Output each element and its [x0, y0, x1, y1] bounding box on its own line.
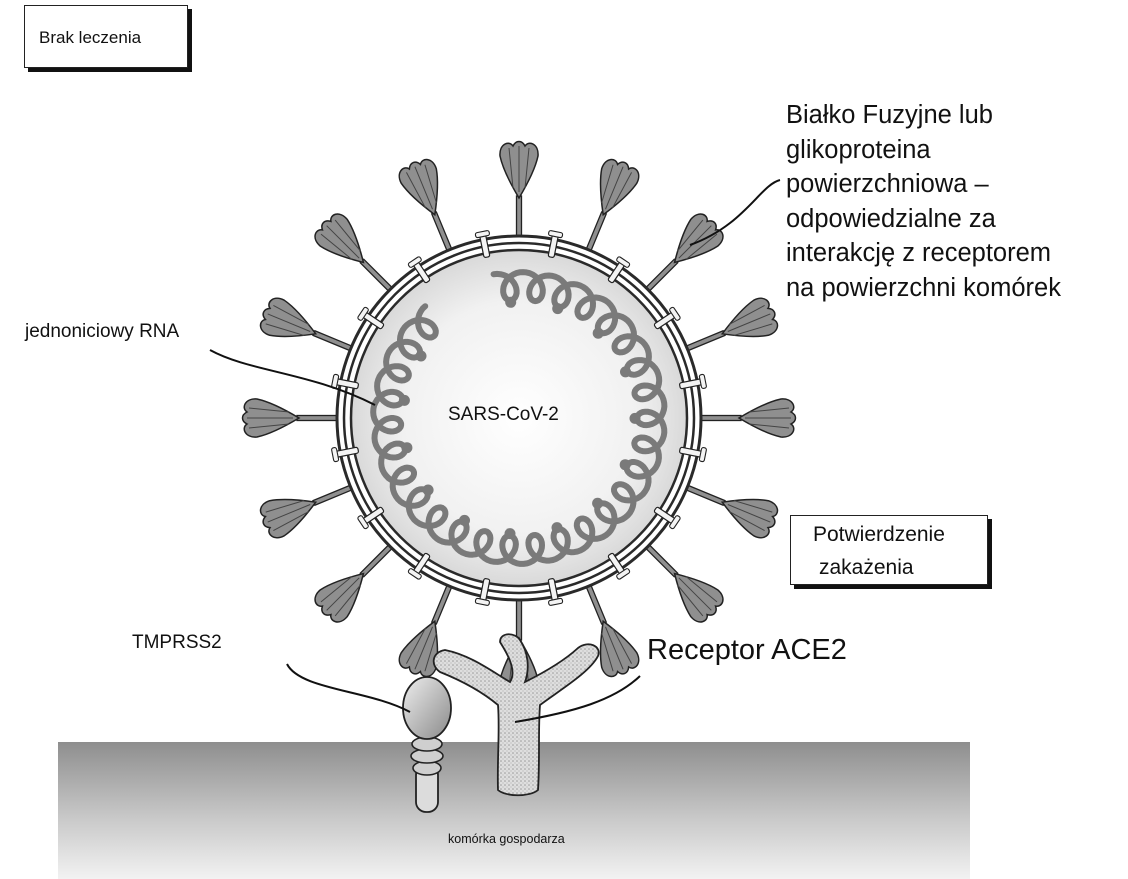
rna-nucleotide	[459, 514, 470, 526]
spike-protein	[398, 584, 453, 678]
rna-nucleotide	[592, 327, 604, 339]
infection-confirmation-box: Potwierdzenie zakażenia	[790, 515, 988, 585]
membrane-proteins	[331, 230, 707, 606]
confirmation-line-2: zakażenia	[819, 556, 914, 579]
membrane-protein	[679, 373, 707, 390]
rna-nucleotide	[504, 528, 516, 540]
spike-protein	[585, 158, 640, 252]
membrane-protein	[357, 306, 385, 330]
fusion-line-3: powierzchniowa –	[786, 170, 989, 198]
tmprss2-protease	[402, 676, 452, 813]
membrane-protein	[331, 446, 359, 463]
tmprss2-leader-line	[286, 663, 411, 713]
spike-protein	[685, 484, 779, 539]
spike-protein	[241, 398, 338, 438]
rna-label: jednoniciowy RNA	[25, 321, 180, 342]
membrane-protein	[474, 230, 491, 258]
rna-nucleotide	[629, 412, 641, 424]
membrane-protein	[547, 578, 564, 606]
membrane-protein	[474, 578, 491, 606]
tmprss2-label: TMPRSS2	[132, 632, 222, 653]
spike-protein	[645, 213, 724, 292]
spike-protein	[499, 140, 539, 237]
no-treatment-label: Brak leczenia	[39, 28, 142, 47]
rna-nucleotide	[401, 442, 413, 454]
spike-protein	[259, 484, 353, 539]
spike-protein	[398, 158, 453, 252]
rna-nucleotide	[551, 522, 563, 534]
fusion-protein-label: Białko Fuzyjne lub glikoproteina powierz…	[786, 98, 1061, 305]
fusion-line-6: na powierzchni komórek	[786, 273, 1061, 302]
fusion-line-1: Białko Fuzyjne lub	[786, 101, 993, 129]
fusion-line-5: interakcję z receptorem	[786, 239, 1052, 267]
fusion-line-2: glikoproteina	[786, 135, 931, 164]
rna-nucleotide	[422, 484, 434, 496]
rna-nucleotide	[592, 497, 604, 509]
ace2-receptor	[432, 633, 600, 797]
membrane-protein	[331, 373, 359, 390]
spike-protein	[700, 398, 797, 438]
spike-protein	[645, 544, 724, 623]
rna-strand	[370, 269, 668, 567]
spike-protein	[259, 297, 353, 352]
membrane-protein	[357, 506, 385, 530]
spike-protein	[585, 584, 640, 678]
membrane-protein	[607, 552, 631, 580]
rna-nucleotide	[398, 394, 410, 406]
fusion-leader-line	[689, 179, 781, 246]
rna-nucleotide	[552, 303, 564, 315]
membrane-protein	[407, 256, 431, 284]
rna-nucleotide	[505, 296, 517, 308]
membrane-protein	[547, 230, 564, 258]
virus-name-label: SARS-CoV-2	[448, 404, 559, 425]
membrane-protein	[679, 446, 707, 463]
membrane-protein	[653, 306, 681, 330]
membrane-protein	[653, 506, 681, 530]
rna-leader-line	[209, 349, 376, 406]
rna-nucleotide	[415, 350, 427, 362]
rna-nucleotide	[620, 366, 631, 378]
ace2-leader-line	[514, 675, 641, 723]
rna-nucleotide	[619, 459, 631, 471]
spike-protein	[314, 544, 393, 623]
host-cell-label: komórka gospodarza	[448, 832, 565, 846]
spike-protein-group	[241, 140, 797, 696]
membrane-protein	[407, 552, 431, 580]
fusion-line-4: odpowiedzialne za	[786, 204, 996, 233]
ace2-label: Receptor ACE2	[647, 634, 847, 666]
membrane-protein	[607, 256, 631, 284]
spike-protein	[314, 213, 393, 292]
spike-protein	[685, 297, 779, 352]
rna-coil	[370, 269, 668, 567]
no-treatment-box: Brak leczenia	[24, 5, 188, 68]
confirmation-line-1: Potwierdzenie	[813, 523, 945, 546]
